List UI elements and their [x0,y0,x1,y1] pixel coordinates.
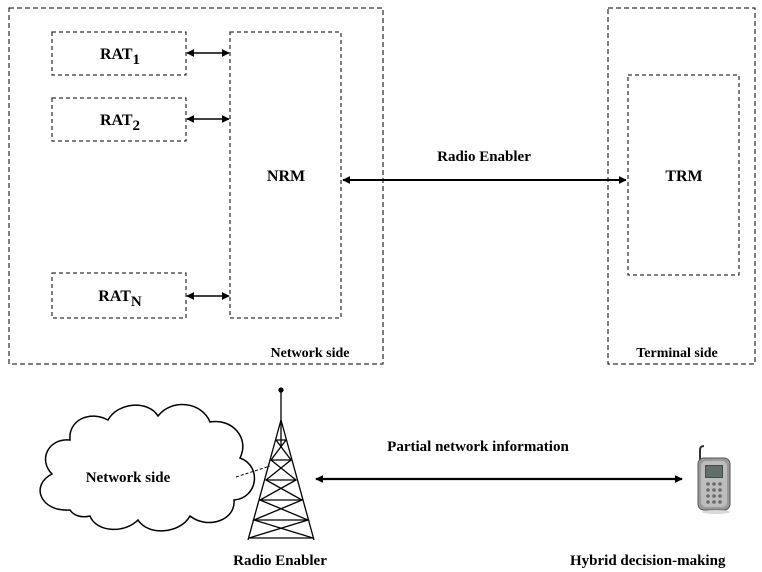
cloud-tower-connector [235,465,271,478]
trm-box: TRM [627,74,740,276]
rat-1-box: RAT1 [51,31,187,76]
radio-tower-icon [247,387,315,541]
rat-n-box: RATN [51,272,187,319]
trm-label: TRM [665,168,702,185]
nrm-box: NRM [229,31,342,319]
nrm-label: NRM [267,168,305,185]
cloud-label: Network side [86,470,171,486]
phone-label: Hybrid decision-making [570,553,726,569]
mobile-phone-icon [697,445,731,514]
tower-label: Radio Enabler [233,553,327,569]
rat-2-box: RAT2 [51,97,187,142]
rat-2-label: RAT2 [100,112,140,134]
partial-info-label: Partial network information [387,439,569,455]
terminal-side-box: Terminal side [607,7,756,365]
terminal-side-box-label: Terminal side [636,346,718,361]
network-side-box: Network side [8,7,384,365]
network-side-box-label: Network side [271,346,350,361]
radio-enabler-link-label: Radio Enabler [437,149,531,165]
cloud-icon [39,403,256,532]
rat-n-label: RATN [98,288,142,310]
rat-1-label: RAT1 [100,46,140,68]
